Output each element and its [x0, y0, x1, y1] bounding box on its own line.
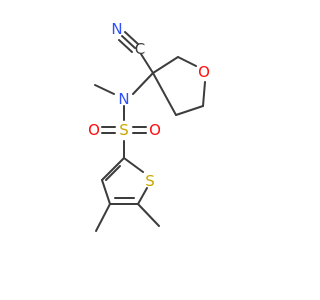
bond-c2-c3	[101, 157, 125, 181]
atom-nitrile-c: C	[135, 40, 145, 58]
atom-ring-o: O	[198, 63, 210, 81]
atom-thiophene-s: S	[145, 172, 155, 190]
atom-labels: N C O N O S O S	[88, 20, 210, 190]
bond-nitrile-2	[118, 39, 133, 53]
bond-s-c2-ring	[123, 157, 144, 173]
bond-n-methyl	[94, 84, 115, 95]
bond-cn-cq	[140, 53, 154, 74]
atom-sulfonyl-o-right: O	[149, 121, 161, 139]
bond-c2-c3-double	[105, 165, 121, 181]
bond-nitrile-1	[121, 35, 136, 49]
atom-amine-n: N	[118, 90, 129, 108]
atom-sulfonyl-o-left: O	[88, 121, 100, 139]
molecule-canvas: N C O N O S O S	[88, 20, 210, 232]
bond-nitrile-3	[124, 31, 139, 45]
atom-sulfonyl-s: S	[119, 121, 129, 139]
bond-c5-methyl	[137, 203, 160, 227]
bond-ch2c-cq	[152, 72, 177, 116]
bond-c5-s	[137, 187, 148, 205]
bond-ch2a-o	[177, 56, 197, 67]
bond-ch2b-ch2c	[175, 105, 204, 116]
bond-c3-c4	[101, 179, 111, 205]
bond-cq-ch2a	[152, 56, 179, 74]
structure-svg: N C O N O S O S	[88, 20, 210, 232]
bond-cq-n	[132, 72, 154, 95]
bond-c4-methyl	[95, 203, 111, 232]
bond-o-ch2b	[202, 81, 206, 107]
bonds	[94, 31, 206, 232]
atom-nitrile-n: N	[111, 20, 122, 38]
